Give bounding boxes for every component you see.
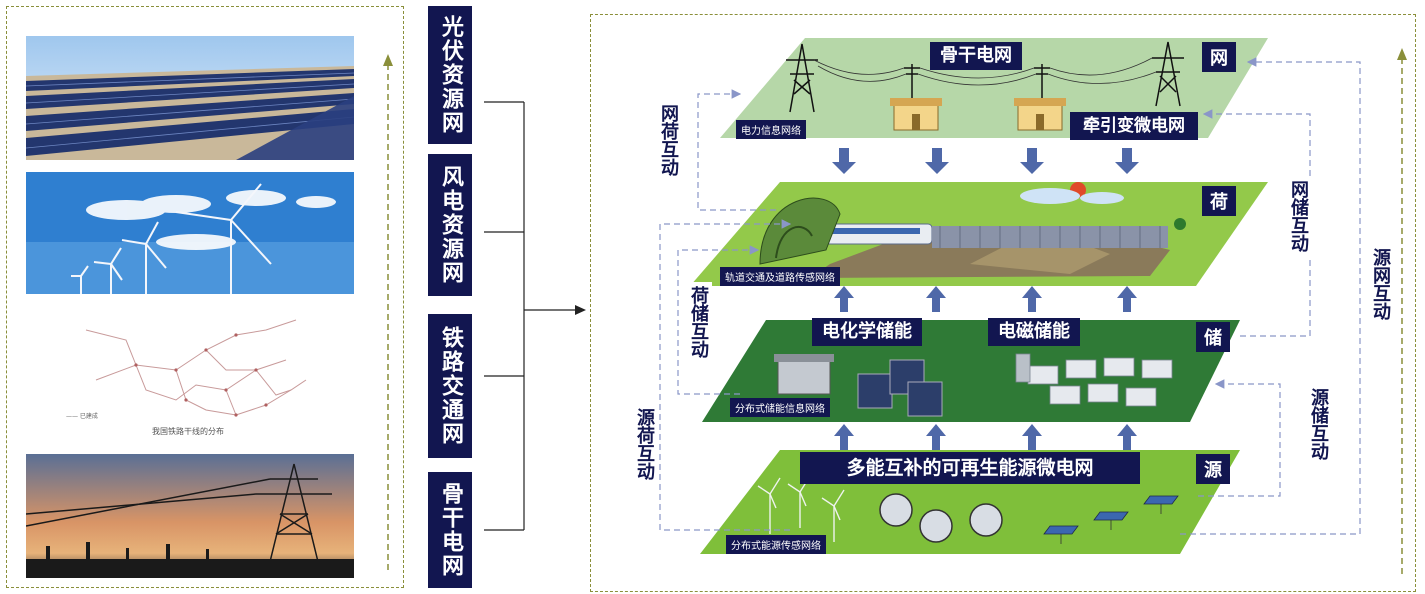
substation-house-icon bbox=[890, 98, 1066, 131]
grid-to-load-arrows bbox=[832, 148, 1139, 174]
grid-storage-interaction: 网储互动 bbox=[1284, 176, 1312, 256]
resource-net-backbone: 骨干电网 bbox=[428, 472, 472, 588]
left-panel-frame bbox=[6, 6, 404, 588]
electrochemical-storage-label: 电化学储能 bbox=[812, 318, 922, 346]
source-grid-interaction: 源网互动 bbox=[1366, 244, 1394, 324]
load-network-label: 轨道交通及道路传感网络 bbox=[720, 267, 840, 286]
solar-panel-icon bbox=[1043, 495, 1179, 544]
train-icon bbox=[821, 223, 933, 245]
battery-cabinet-icon bbox=[774, 354, 943, 417]
railway-legend: —— 已建成 bbox=[66, 412, 98, 420]
storage-network-label: 分布式储能信息网络 bbox=[730, 398, 830, 417]
source-network-label: 分布式能源传感网络 bbox=[726, 535, 826, 554]
storage-layer-tag: 储 bbox=[1196, 322, 1230, 352]
cloud-sun-icon bbox=[1020, 182, 1124, 204]
electromagnetic-storage-label: 电磁储能 bbox=[988, 318, 1080, 346]
load-storage-interaction: 荷储互动 bbox=[684, 282, 712, 362]
grid-load-interaction: 网荷互动 bbox=[654, 100, 682, 180]
railway-canopy-icon bbox=[932, 226, 1168, 248]
source-load-interaction: 源荷互动 bbox=[630, 404, 658, 484]
load-layer-tag: 荷 bbox=[1202, 186, 1236, 216]
railway-map-photo: —— 已建成 我国铁路干线的分布 bbox=[26, 310, 354, 440]
wind-turbine-icon bbox=[757, 475, 845, 542]
source-layer-tag: 源 bbox=[1196, 454, 1230, 484]
left-panel-upward-arrow bbox=[383, 54, 393, 570]
resource-net-wind: 风电资源网 bbox=[428, 154, 472, 296]
substation-sunset-photo bbox=[26, 454, 354, 578]
layered-microgrid-diagram bbox=[659, 38, 1407, 574]
tree-icon bbox=[1174, 218, 1186, 230]
source-layer-title: 多能互补的可再生能源微电网 bbox=[800, 452, 1140, 484]
power-plant-circle-icon bbox=[879, 493, 1003, 543]
tunnel-hill-icon bbox=[759, 197, 841, 265]
traction-microgrid-label: 牵引变微电网 bbox=[1070, 112, 1198, 140]
resource-net-pv: 光伏资源网 bbox=[428, 6, 472, 144]
grid-layer-tag: 网 bbox=[1202, 42, 1236, 72]
electromagnetic-storage-icon bbox=[1015, 353, 1173, 407]
storage-to-load-arrows bbox=[834, 286, 1137, 312]
solar-farm-photo bbox=[26, 36, 354, 160]
resource-net-railway: 铁路交通网 bbox=[428, 314, 472, 458]
grid-network-label: 电力信息网络 bbox=[736, 120, 806, 139]
bracket-connector bbox=[484, 101, 586, 531]
transmission-tower-icon bbox=[786, 41, 1184, 113]
right-panel-frame bbox=[590, 14, 1416, 592]
source-to-storage-arrows bbox=[834, 424, 1137, 450]
wind-farm-photo bbox=[26, 172, 354, 294]
source-storage-interaction: 源储互动 bbox=[1304, 384, 1332, 464]
grid-layer-title: 骨干电网 bbox=[930, 42, 1022, 70]
railway-map-caption: 我国铁路干线的分布 bbox=[152, 426, 224, 436]
